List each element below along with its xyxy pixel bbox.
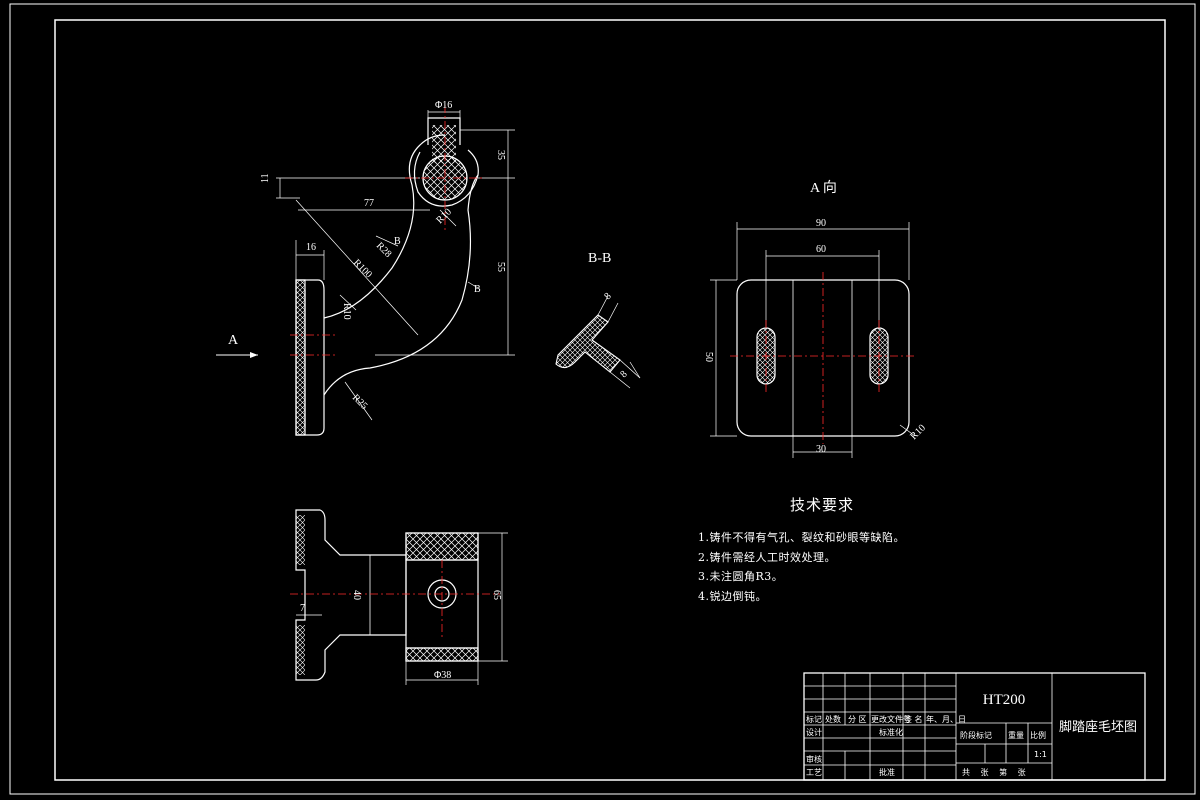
bottom-view-flange [295, 509, 407, 681]
view-a [710, 222, 916, 458]
arm-outer [323, 134, 446, 319]
tb-stage: 阶段标记 [960, 730, 992, 740]
tb-h-mark: 标记 [806, 714, 822, 724]
tb-approve: 批准 [879, 767, 895, 777]
tb-review: 审核 [806, 754, 822, 764]
boss-neck [427, 117, 461, 145]
dim-bb-8b: 8 [618, 369, 629, 380]
bottom-view-flange-hatch [296, 515, 305, 565]
section-bb-title: B-B [588, 251, 611, 266]
tb-weight: 重量 [1008, 730, 1024, 740]
tb-h-doc: 更改文件号 [871, 714, 911, 724]
tech-requirements-list: 1.铸件不得有气孔、裂纹和砂眼等缺陷。 2.铸件需经人工时效处理。 3.未注圆角… [698, 528, 905, 606]
tb-drawing-name: 脚踏座毛坯图 [1059, 719, 1137, 735]
inner-frame [54, 19, 1166, 781]
dim-16: 16 [306, 242, 316, 253]
dim-30: 30 [816, 444, 826, 455]
tb-sheets: 共 张 第 张 [962, 767, 1030, 777]
dim-60: 60 [816, 244, 826, 255]
dim-phi38: Φ38 [434, 670, 451, 681]
tech-requirement-item: 1.铸件不得有气孔、裂纹和砂眼等缺陷。 [698, 531, 905, 544]
bottom-view-boss-hatch-bottom [405, 647, 479, 662]
dim-65: 65 [491, 590, 502, 600]
section-mark-b-top: B [394, 236, 401, 247]
tb-h-date: 年、月、日 [926, 714, 966, 724]
view-a-title: A 向 [810, 180, 837, 196]
tb-standard: 标准化 [879, 727, 903, 737]
dim-40: 40 [351, 590, 362, 600]
section-bb [555, 295, 641, 389]
tb-h-count: 处数 [825, 714, 841, 724]
bottom-view [295, 509, 508, 685]
main-view-centerlines [290, 105, 485, 356]
dim-r28: R28 [374, 240, 394, 260]
tb-material: HT200 [983, 692, 1026, 708]
dim-phi16: Φ16 [435, 100, 452, 111]
boss-outline [413, 151, 479, 207]
dim-r10-top: R10 [434, 207, 454, 227]
dim-r10-a: R10 [908, 423, 928, 443]
dim-r25: R25 [350, 392, 370, 412]
tb-process: 工艺 [806, 768, 822, 777]
section-mark-b-bottom: B [474, 284, 481, 295]
tb-h-sign: 签 名 [904, 714, 923, 724]
dim-11: 11 [260, 173, 271, 183]
dim-90: 90 [816, 218, 826, 229]
base-plate-hatch [295, 279, 306, 436]
tech-requirements-title: 技术要求 [790, 496, 855, 514]
tb-h-zone: 分 区 [848, 715, 867, 724]
dim-7: 7 [300, 603, 305, 614]
tech-requirement-item: 4.锐边倒钝。 [698, 589, 767, 603]
tb-scale-label: 比例 [1030, 730, 1046, 740]
dim-r10-low: R10 [341, 303, 352, 320]
boss-neck-hatch [432, 125, 456, 163]
dim-bb-8a: 8 [602, 291, 613, 302]
view-a-arrow-label: A [228, 333, 239, 348]
dim-35: 35 [495, 150, 506, 160]
tb-scale: 1:1 [1034, 750, 1047, 759]
arm-inner [323, 149, 479, 396]
dim-55: 55 [495, 262, 506, 272]
view-a-centerlines [730, 272, 915, 444]
bottom-view-boss-hatch-top [405, 532, 479, 561]
title-block [803, 672, 1146, 781]
dim-r100: R100 [351, 257, 374, 280]
tech-requirement-item: 2.铸件需经人工时效处理。 [698, 550, 836, 564]
main-view [276, 110, 515, 436]
outer-frame [9, 3, 1196, 795]
bottom-view-centerlines [290, 560, 500, 640]
section-bb-shape [555, 314, 621, 373]
dim-77: 77 [364, 198, 374, 209]
tech-requirement-item: 3.未注圆角R3。 [698, 570, 784, 583]
tb-design: 设计 [806, 727, 822, 737]
dim-50: 50 [703, 352, 714, 362]
